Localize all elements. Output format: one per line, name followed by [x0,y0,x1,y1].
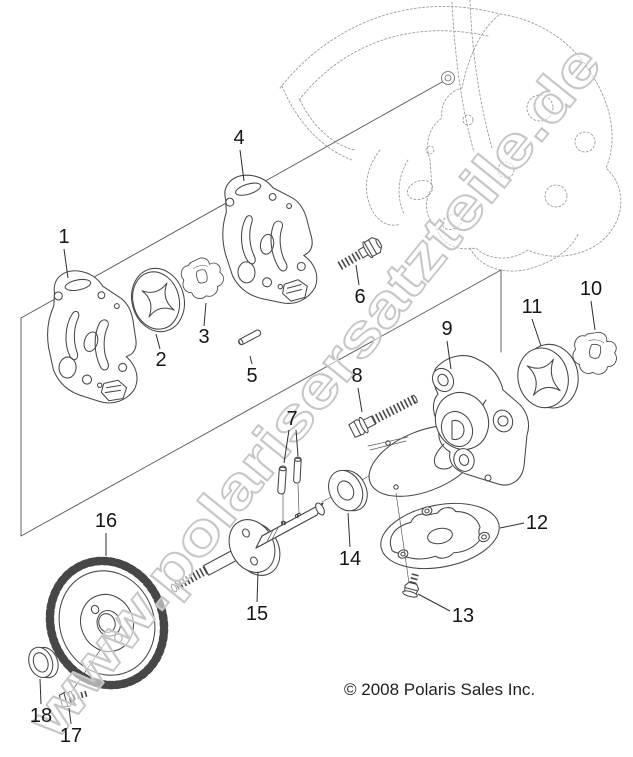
part-label-15: 15 [245,603,269,625]
part-label-17: 17 [59,725,83,747]
part-label-16: 16 [94,510,118,532]
gear-bolt-alignment-line [69,642,106,695]
part-label-3: 3 [198,326,210,348]
screw-alignment-line [395,492,410,584]
leader-line-15 [256,571,259,603]
leader-line-5 [249,355,253,365]
part-label-11: 11 [521,296,543,318]
leader-line-10 [590,300,596,331]
part-label-10: 10 [579,278,603,300]
part-label-12: 12 [525,512,549,534]
leader-line-7 [283,429,290,464]
part-11-outer-rotor [517,343,579,409]
part-label-5: 5 [246,365,258,387]
part-5-pin [238,329,262,346]
part-label-4: 4 [233,127,245,149]
leader-line-7 [295,429,299,457]
part-label-13: 13 [451,605,475,627]
leader-line-4 [239,149,245,182]
part-label-2: 2 [155,349,167,371]
leader-line-8 [357,387,363,413]
part-label-1: 1 [58,226,70,248]
part-label-7: 7 [286,408,298,430]
part-14-washer [328,469,368,512]
part-label-14: 14 [338,548,362,570]
part-13-screw [402,570,420,598]
leader-line-17 [68,707,72,725]
part-9-oil-pump-body [367,355,530,497]
leader-line-18 [39,678,42,705]
part-label-18: 18 [29,705,53,727]
leader-line-13 [417,593,451,612]
crankcase-reference-drawing [279,0,622,272]
part-label-8: 8 [351,365,363,387]
part-16-gear [45,556,169,690]
part-15-shaft [170,502,325,593]
leader-line-9 [446,340,452,370]
part-8-bolt [348,394,418,438]
leader-line-14 [347,512,351,548]
part-label-6: 6 [354,286,366,308]
copyright-text: © 2008 Polaris Sales Inc. [344,680,536,699]
leader-line-12 [499,522,525,529]
part-18-washer [28,646,59,679]
part-17-bolt [58,690,88,708]
leader-line-2 [155,333,161,350]
leader-line-3 [203,302,207,327]
leader-line-1 [63,248,69,279]
part-label-9: 9 [441,318,453,340]
leader-line-11 [531,318,542,347]
leader-line-6 [355,264,360,286]
